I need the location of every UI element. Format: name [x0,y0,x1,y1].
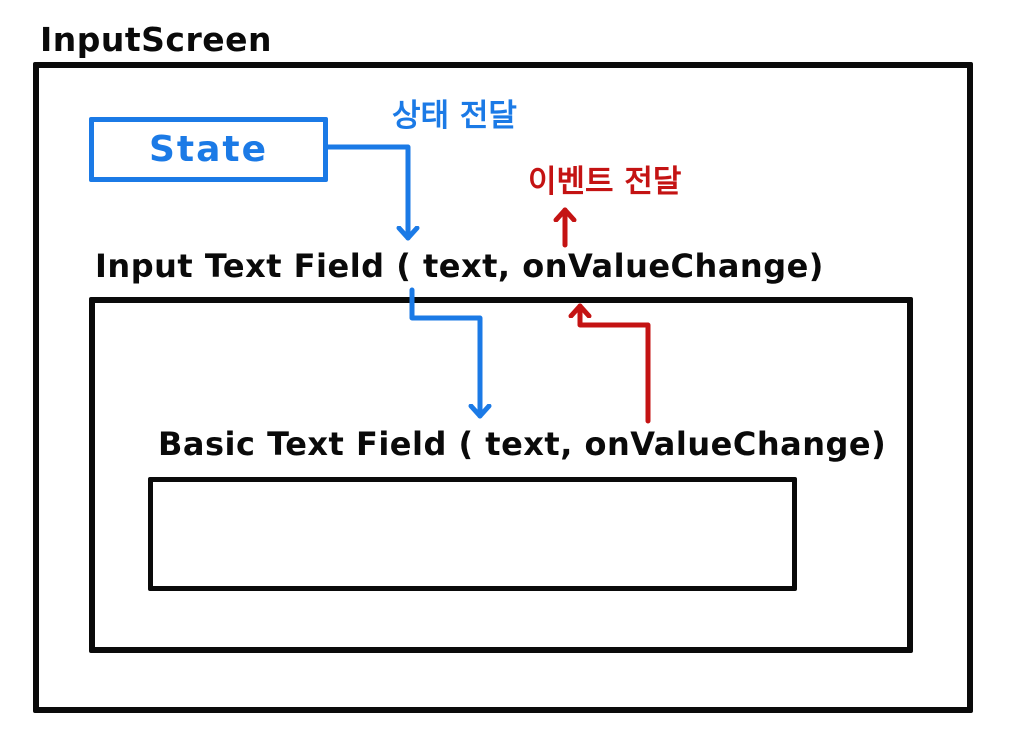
basic-text-field-label: Basic Text Field ( text, onValueChange) [158,425,887,463]
input-text-field-label: Input Text Field ( text, onValueChange) [95,247,824,285]
event-flow-annotation: 이벤트 전달 [528,164,682,200]
state-flow-annotation: 상태 전달 [392,98,517,134]
diagram-title: InputScreen [40,20,273,59]
input-screen-box [33,62,973,713]
state-box-label: State [148,129,269,170]
input-text-field-box [89,297,913,653]
state-box: State [89,117,328,182]
basic-text-field-box [148,477,797,591]
